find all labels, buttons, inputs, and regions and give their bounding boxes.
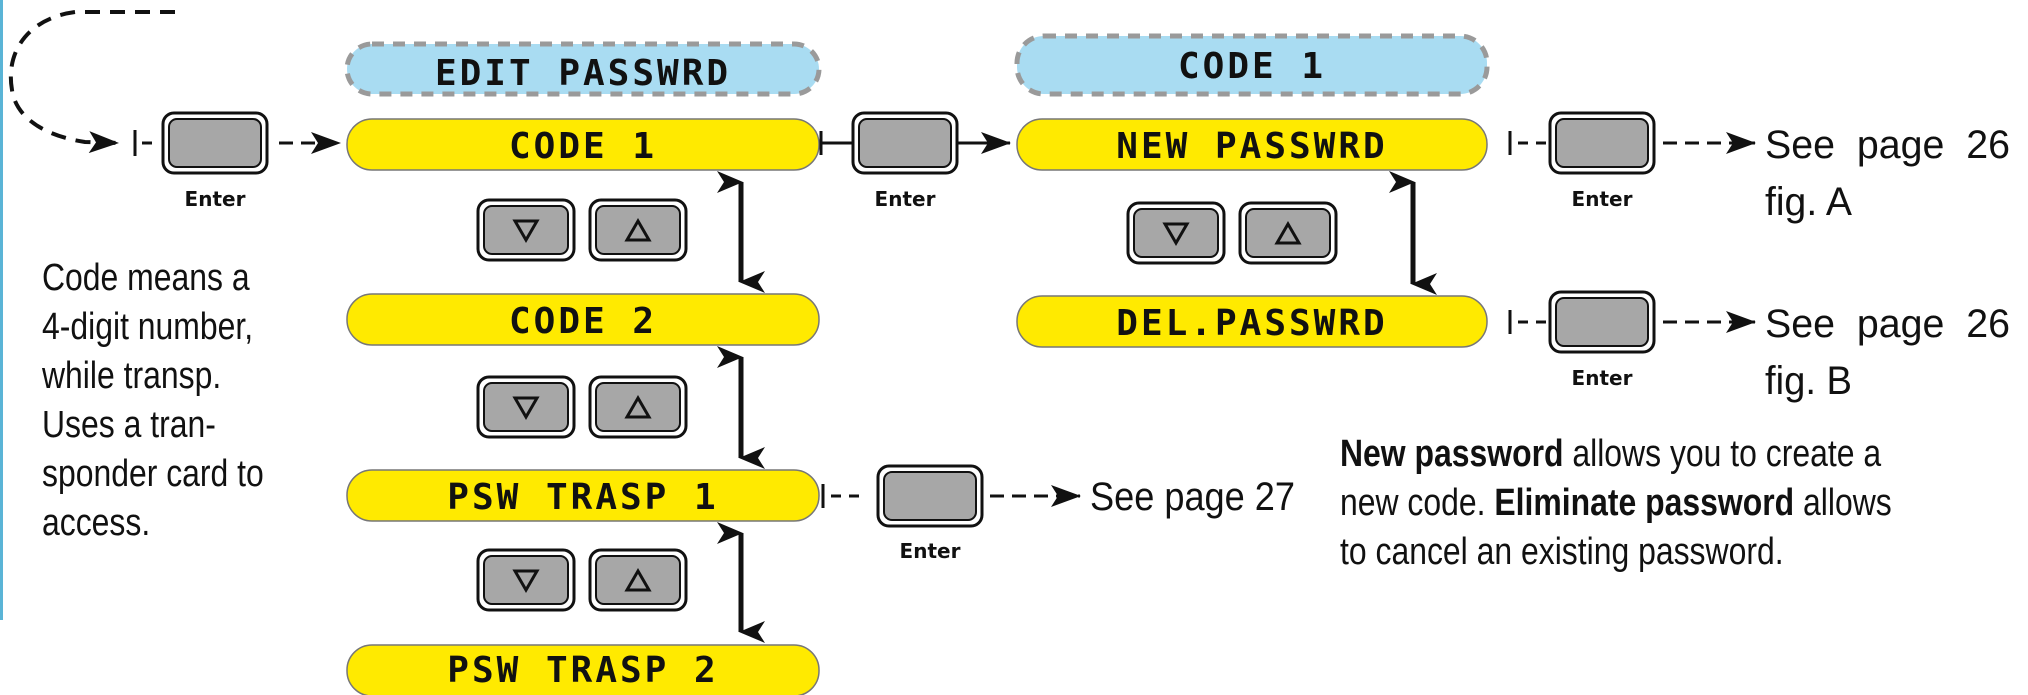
enter-button-entry[interactable]: Enter xyxy=(161,111,269,211)
menu-header-edit-password: EDIT PASSWRD xyxy=(344,41,822,97)
scroll-buttons-1 xyxy=(476,198,688,262)
enter-label: Enter xyxy=(875,187,936,211)
enter-label: Enter xyxy=(900,539,961,563)
note-line: New password allows you to create a xyxy=(1340,430,1936,479)
note-bold-term: New password xyxy=(1340,433,1564,475)
scroll-buttons-3 xyxy=(476,548,688,612)
down-button[interactable] xyxy=(476,548,576,612)
triangle-down-icon xyxy=(1162,222,1190,246)
down-button[interactable] xyxy=(476,375,576,439)
page-reference-new-line1: See page 26 xyxy=(1765,123,2010,167)
up-button[interactable] xyxy=(588,548,688,612)
menu-item-psw-trasp-1[interactable]: PSW TRASP 1 xyxy=(346,469,820,522)
triangle-down-icon xyxy=(512,396,540,420)
menu-item-code-2[interactable]: CODE 2 xyxy=(346,293,820,346)
note-text: new code. xyxy=(1340,482,1495,524)
note-code-vs-transponder: Code means a 4-digit number, while trans… xyxy=(42,254,294,548)
note-bold-term: Eliminate password xyxy=(1494,482,1795,524)
header-title: CODE 1 xyxy=(1178,46,1326,87)
menu-item-label: PSW TRASP 2 xyxy=(447,650,718,691)
page-reference-del-line2: fig. B xyxy=(1765,359,1852,403)
note-line: Uses a tran- xyxy=(42,404,216,446)
up-button[interactable] xyxy=(1238,201,1338,265)
page-edge-bar xyxy=(0,0,3,620)
loop-back-arrow xyxy=(8,10,175,154)
menu-item-label: DEL.PASSWRD xyxy=(1116,303,1387,344)
scroll-buttons-right xyxy=(1126,201,1338,265)
enter-label: Enter xyxy=(1572,187,1633,211)
header-title: EDIT PASSWRD xyxy=(435,53,731,94)
note-text: allows xyxy=(1794,482,1892,524)
enter-button-new-password[interactable]: Enter xyxy=(1548,111,1656,211)
connector-del-to-ref xyxy=(1508,310,1756,334)
triangle-up-icon xyxy=(624,395,652,419)
menu-item-code-1[interactable]: CODE 1 xyxy=(346,118,820,171)
enter-button-psw-trasp-1[interactable]: Enter xyxy=(876,464,984,563)
page-reference-trasp: See page 27 xyxy=(1090,475,1295,519)
down-button[interactable] xyxy=(1126,201,1226,265)
enter-label: Enter xyxy=(185,187,246,211)
triangle-up-icon xyxy=(624,568,652,592)
triangle-down-icon xyxy=(512,569,540,593)
note-text: allows you to create a xyxy=(1563,433,1882,475)
note-line: while transp. xyxy=(42,355,222,397)
connector-trasp-to-ref xyxy=(821,484,1081,508)
enter-button-code-1[interactable]: Enter xyxy=(851,111,959,211)
note-line: Code means a xyxy=(42,257,250,299)
up-button[interactable] xyxy=(588,198,688,262)
note-line: access. xyxy=(42,502,151,544)
enter-button-delete-password[interactable]: Enter xyxy=(1548,290,1656,390)
enter-label: Enter xyxy=(1572,366,1633,390)
note-line: sponder card to xyxy=(42,453,264,495)
scroll-buttons-2 xyxy=(476,375,688,439)
menu-item-label: CODE 1 xyxy=(509,126,657,167)
connector-code1-to-new xyxy=(819,131,1011,155)
note-line: 4-digit number, xyxy=(42,306,254,348)
menu-item-label: PSW TRASP 1 xyxy=(447,477,718,518)
menu-item-label: NEW PASSWRD xyxy=(1116,126,1387,167)
menu-item-new-password[interactable]: NEW PASSWRD xyxy=(1016,118,1488,171)
triangle-up-icon xyxy=(624,218,652,242)
page-reference-del-line1: See page 26 xyxy=(1765,302,2010,346)
down-button[interactable] xyxy=(476,198,576,262)
connector-new-to-ref xyxy=(1508,131,1756,155)
menu-item-label: CODE 2 xyxy=(509,301,657,342)
note-line: new code. Eliminate password allows xyxy=(1340,479,1936,528)
menu-item-delete-password[interactable]: DEL.PASSWRD xyxy=(1016,295,1488,348)
menu-header-code-1: CODE 1 xyxy=(1014,33,1490,97)
up-button[interactable] xyxy=(588,375,688,439)
triangle-up-icon xyxy=(1274,221,1302,245)
note-line: to cancel an existing password. xyxy=(1340,531,1784,573)
page-reference-new-line2: fig. A xyxy=(1765,180,1852,224)
triangle-down-icon xyxy=(512,219,540,243)
menu-item-psw-trasp-2[interactable]: PSW TRASP 2 xyxy=(346,644,820,695)
note-password-actions: New password allows you to create a new … xyxy=(1340,430,1936,577)
